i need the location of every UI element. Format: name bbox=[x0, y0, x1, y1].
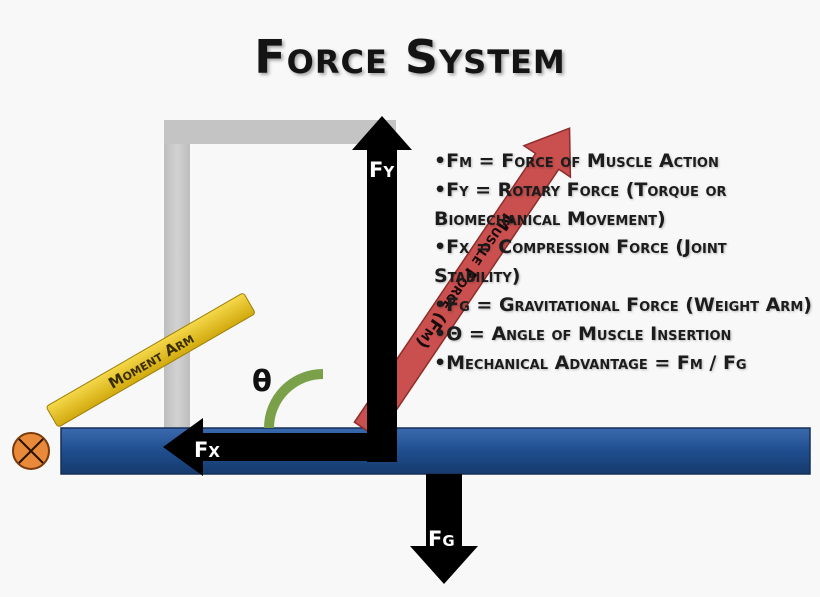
fg-label: Fg bbox=[428, 527, 455, 551]
fx-arrow bbox=[163, 418, 397, 476]
frame-top bbox=[164, 120, 396, 144]
legend-item: •Fy = Rotary Force (Torque or Biomechani… bbox=[434, 178, 727, 230]
legend-item: •Fg = Gravitational Force (Weight Arm) bbox=[434, 293, 812, 316]
page-title: Force System bbox=[254, 30, 566, 84]
legend-item: •Θ = Angle of Muscle Insertion bbox=[434, 322, 732, 345]
moment-arm: Moment Arm bbox=[46, 293, 255, 427]
angle-arc bbox=[264, 369, 324, 429]
legend-item: •Fx = Compression Force (Joint Stability… bbox=[434, 236, 727, 288]
legend-item: •Fm = Force of Muscle Action bbox=[434, 150, 719, 172]
frame-left bbox=[164, 120, 190, 432]
fx-label: Fx bbox=[194, 438, 220, 462]
theta-label: θ bbox=[252, 364, 272, 398]
legend-list: •Fm = Force of Muscle Action •Fy = Rotar… bbox=[434, 147, 814, 377]
fy-arrow bbox=[352, 116, 412, 462]
fg-arrow bbox=[410, 474, 478, 584]
fy-label: Fy bbox=[369, 158, 395, 182]
legend-item: •Mechanical Advantage = Fm / Fg bbox=[434, 351, 747, 374]
axis-marker-icon bbox=[12, 432, 50, 470]
